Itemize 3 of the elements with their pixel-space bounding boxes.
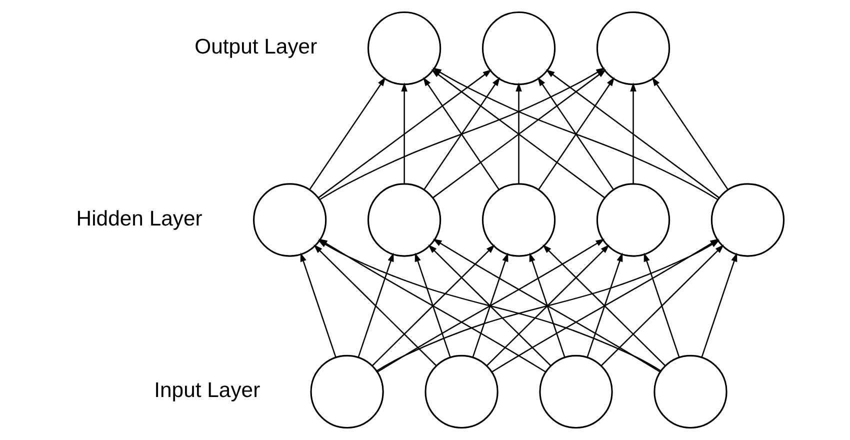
label: Input Layer [154, 379, 260, 402]
label: Hidden Layer [76, 207, 202, 230]
label: Output Layer [194, 36, 317, 59]
